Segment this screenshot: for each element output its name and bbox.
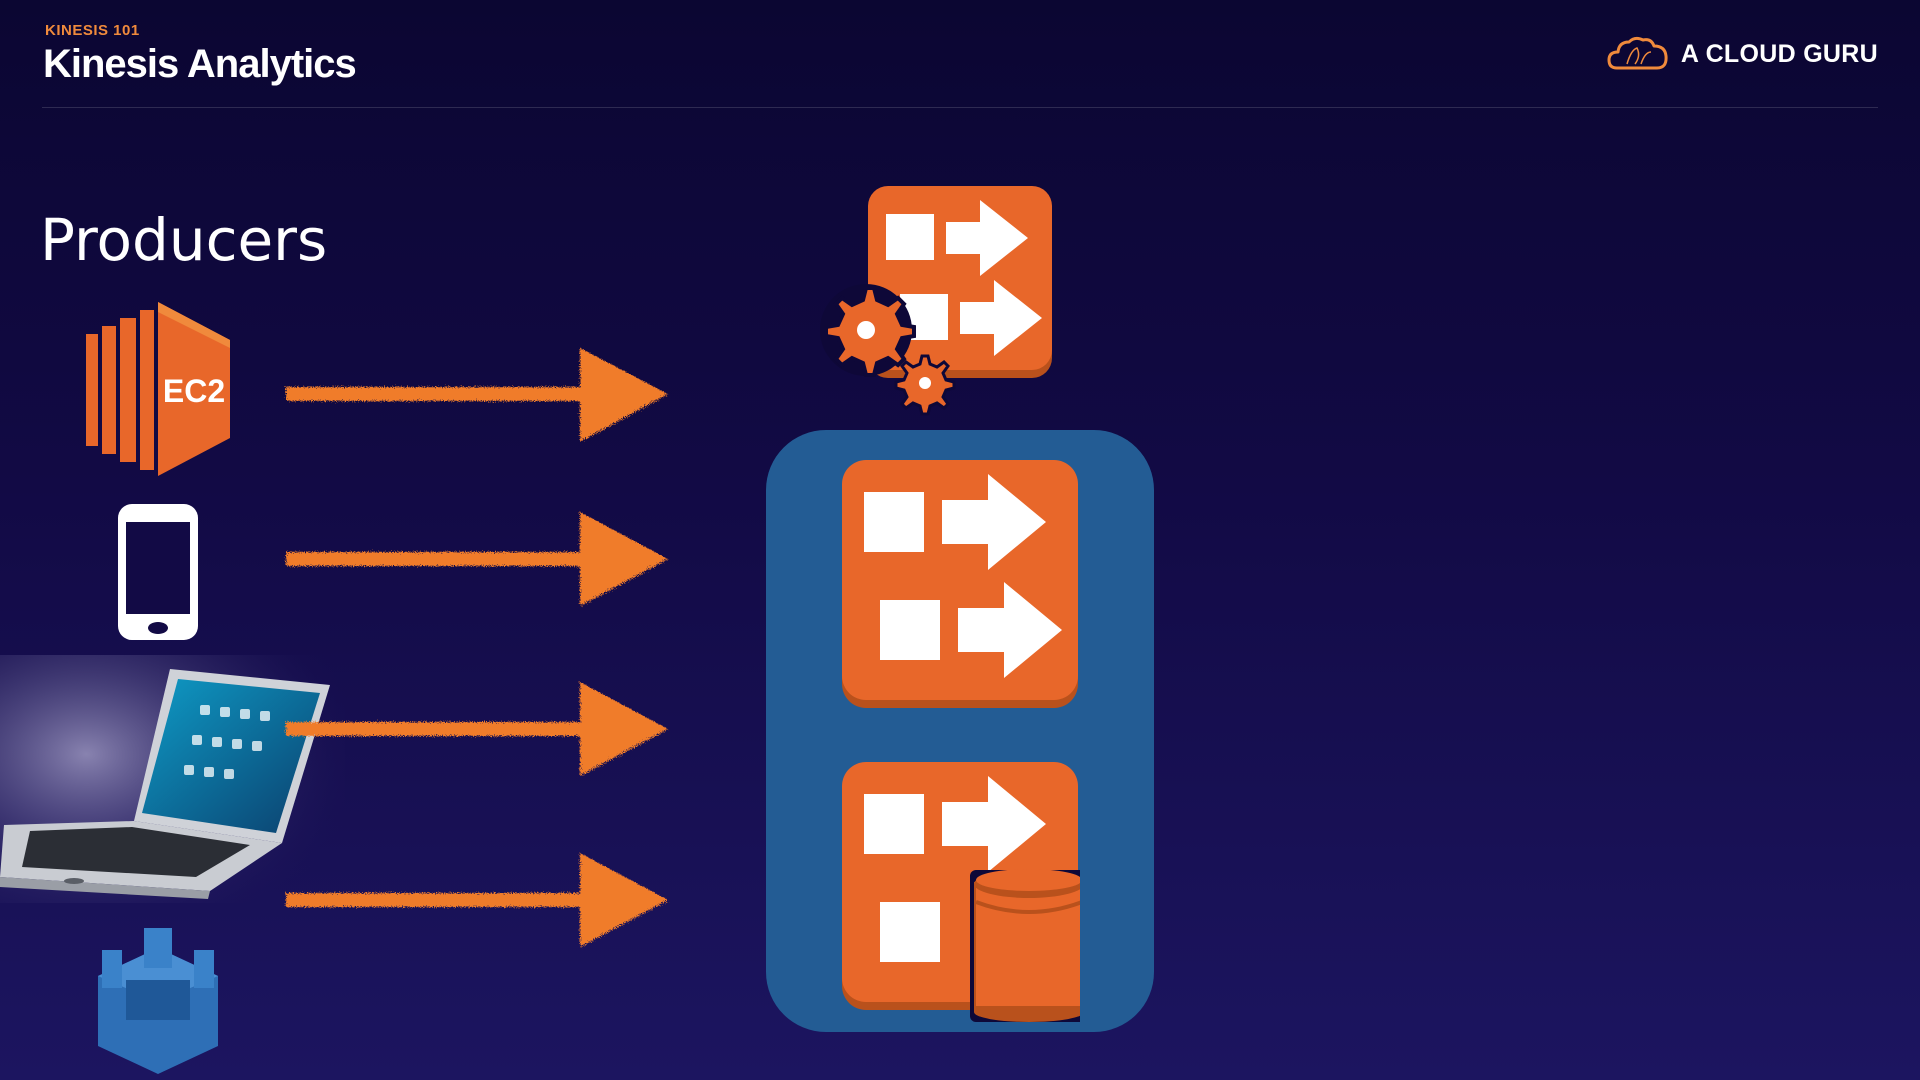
kinesis-analytics-icon [820, 186, 1052, 416]
header-divider [42, 107, 1878, 108]
kinesis-streams-icon [842, 460, 1078, 708]
slide-header: KINESIS 101 Kinesis Analytics A CLOUD GU… [0, 0, 1920, 110]
producers-heading: Producers [40, 206, 328, 274]
brand-logo: A CLOUD GURU [1607, 34, 1878, 74]
mobile-phone-icon [118, 504, 198, 640]
arrow-laptop [286, 682, 668, 776]
arrow-iot [286, 853, 668, 947]
laptop-icon [0, 655, 345, 903]
ec2-icon: EC2 [86, 302, 230, 476]
kinesis-firehose-icon [842, 762, 1080, 1022]
aws-iot-icon [98, 928, 218, 1074]
ec2-label: EC2 [163, 373, 225, 409]
cloud-logo-icon [1607, 36, 1668, 70]
arrow-ec2 [286, 348, 668, 442]
slide-kicker: KINESIS 101 [45, 22, 140, 39]
arrow-mobile [286, 512, 668, 606]
slide-title: Kinesis Analytics [43, 42, 357, 86]
brand-name: A CLOUD GURU [1680, 39, 1878, 68]
flow-arrows [286, 348, 668, 947]
